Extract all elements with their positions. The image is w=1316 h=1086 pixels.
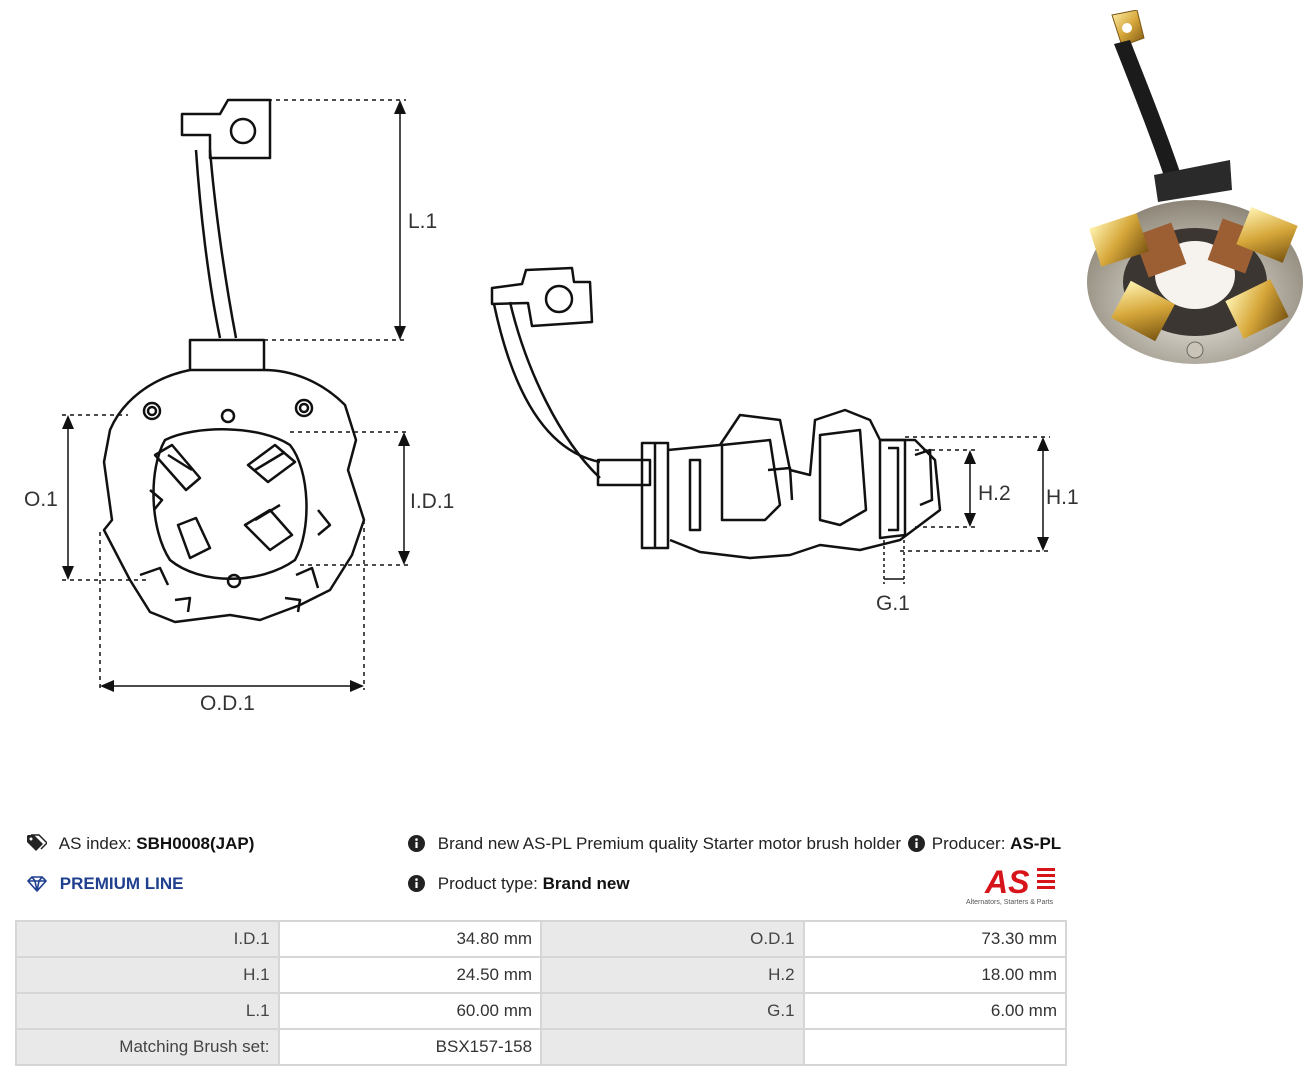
product-type-value: Brand new: [542, 874, 630, 893]
lead-wire-side: [492, 303, 601, 464]
info-icon: [408, 875, 425, 892]
table-row: I.D.1 34.80 mm O.D.1 73.30 mm: [15, 920, 1068, 958]
dim-label-h1: H.1: [1046, 486, 1079, 509]
tag-icon: [27, 834, 47, 851]
logo-tagline: Alternators, Starters & Parts: [966, 899, 1054, 906]
technical-drawing: L.1 O.1 I.D.1 O.D.1 H.2 H.1 G.1: [24, 98, 1079, 715]
spec-key: G.1: [540, 992, 805, 1030]
description-text: Brand new AS-PL Premium quality Starter …: [437, 834, 902, 853]
spec-key: L.1: [15, 992, 280, 1030]
table-row: H.1 24.50 mm H.2 18.00 mm: [15, 956, 1068, 994]
producer-label: Producer:: [931, 834, 1006, 853]
as-index-row: AS index: SBH0008(JAP): [27, 834, 254, 854]
spec-value: 34.80 mm: [277, 920, 543, 958]
spec-key: O.D.1: [540, 920, 805, 958]
spec-value: BSX157-158: [277, 1028, 543, 1066]
diamond-icon: [27, 876, 47, 892]
dim-label-od1: O.D.1: [200, 692, 255, 715]
spec-value: 18.00 mm: [802, 956, 1068, 994]
terminal-lug-side: [490, 266, 594, 328]
info-icon: [908, 835, 925, 852]
premium-line-badge: PREMIUM LINE: [27, 874, 183, 894]
spec-value: [802, 1028, 1068, 1066]
dim-label-g1: G.1: [876, 592, 910, 615]
holder-body-front: [102, 368, 366, 624]
producer-value: AS-PL: [1010, 834, 1062, 853]
spec-key: [540, 1028, 805, 1066]
lead-wire-front: [194, 149, 222, 339]
product-photo: [1087, 10, 1303, 364]
spec-key: H.2: [540, 956, 805, 994]
as-pl-logo: AS Alternators, Starters & Parts: [966, 864, 1055, 906]
producer-row: Producer: AS-PL: [908, 834, 1061, 854]
product-type-label: Product type:: [437, 874, 538, 893]
spec-value: 6.00 mm: [802, 992, 1068, 1030]
spec-key: I.D.1: [15, 920, 280, 958]
table-row: L.1 60.00 mm G.1 6.00 mm: [15, 992, 1068, 1030]
terminal-lug-front: [180, 98, 272, 160]
dim-label-o1: O.1: [24, 488, 58, 511]
spec-key: H.1: [15, 956, 280, 994]
spec-value: 24.50 mm: [277, 956, 543, 994]
specs-table: I.D.1 34.80 mm O.D.1 73.30 mm H.1 24.50 …: [15, 920, 1068, 1066]
description-row: Brand new AS-PL Premium quality Starter …: [408, 834, 901, 854]
dim-label-l1: L.1: [408, 210, 437, 233]
dim-label-h2: H.2: [978, 482, 1011, 505]
table-row: Matching Brush set: BSX157-158: [15, 1028, 1068, 1066]
product-type-row: Product type: Brand new: [408, 874, 630, 894]
premium-line-text: PREMIUM LINE: [59, 874, 184, 893]
spec-value: 60.00 mm: [277, 992, 543, 1030]
logo-mark: AS: [984, 864, 1030, 900]
dim-label-id1: I.D.1: [410, 490, 454, 513]
spec-value: 73.30 mm: [802, 920, 1068, 958]
info-icon: [408, 835, 425, 852]
spec-key: Matching Brush set:: [15, 1028, 280, 1066]
as-index-value: SBH0008(JAP): [136, 834, 255, 853]
as-index-label: AS index:: [58, 834, 132, 853]
